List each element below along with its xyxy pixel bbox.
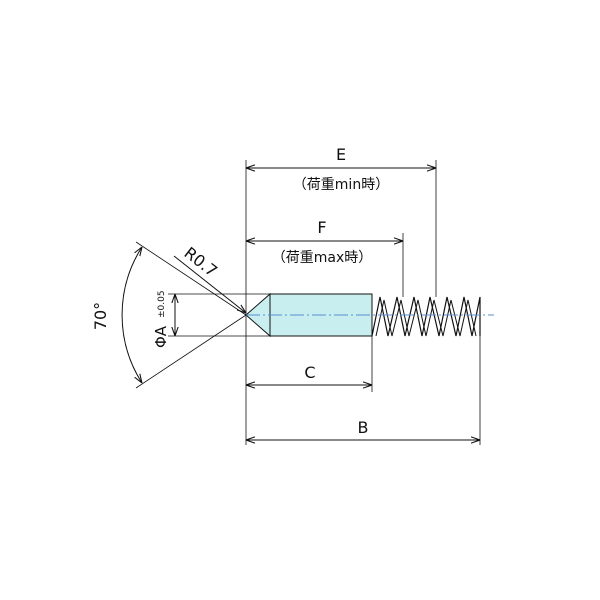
label-e-note: （荷重min時） bbox=[293, 177, 389, 193]
radius-dimension: R0.7 bbox=[173, 243, 246, 313]
extension-lines bbox=[168, 160, 481, 445]
label-f: F bbox=[317, 218, 326, 237]
label-e: E bbox=[336, 145, 346, 164]
diameter-dimension: ΦA ±0.05 bbox=[152, 290, 175, 348]
dimension-e: E （荷重min時） bbox=[246, 145, 436, 193]
label-c: C bbox=[304, 363, 315, 382]
angle-dimension: 70° bbox=[91, 241, 247, 389]
spring-coil-outer bbox=[371, 296, 481, 337]
spring-coil-inner bbox=[375, 299, 477, 337]
label-diameter: ΦA bbox=[152, 325, 170, 348]
label-radius: R0.7 bbox=[181, 243, 222, 280]
label-tolerance: ±0.05 bbox=[157, 290, 167, 318]
label-f-note: （荷重max時） bbox=[272, 250, 373, 266]
dimension-b: B bbox=[246, 418, 480, 440]
label-b: B bbox=[358, 418, 369, 437]
dimension-c: C bbox=[246, 363, 372, 385]
label-angle: 70° bbox=[91, 302, 110, 330]
dimension-f: F （荷重max時） bbox=[246, 218, 403, 266]
spring bbox=[371, 296, 481, 337]
